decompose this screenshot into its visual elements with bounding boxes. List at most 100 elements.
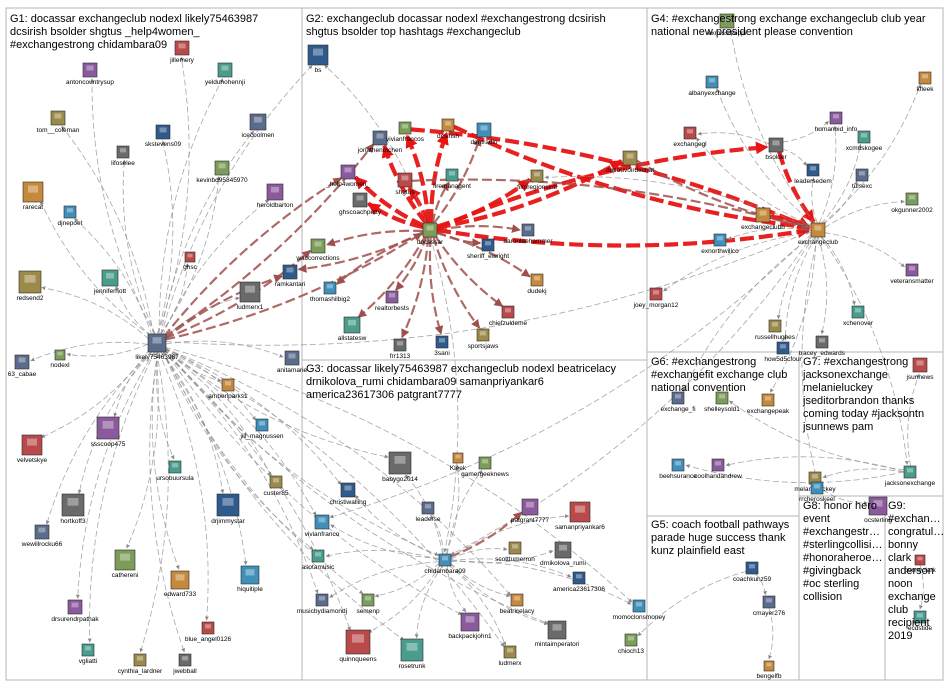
node-aaronleehammer[interactable]: aaronleehammer bbox=[503, 223, 553, 245]
node-g9_user[interactable]: bonnyclark bbox=[904, 554, 936, 574]
node-ursobuursula[interactable]: ursobuursula bbox=[156, 460, 194, 482]
node-vivianfrancos[interactable]: vivianfrancos bbox=[386, 121, 425, 143]
node-sheriff_ewright[interactable]: sheriff_ewright bbox=[467, 238, 509, 260]
node-scotttumerron[interactable]: scotttumerron bbox=[495, 541, 535, 563]
node-filmregionsintl[interactable]: filmregionsintl bbox=[517, 169, 557, 191]
node-3sani[interactable]: 3sani bbox=[434, 335, 450, 357]
node-xchenover[interactable]: xchenover bbox=[843, 305, 874, 327]
node-jenniferriott[interactable]: jenniferriott bbox=[93, 269, 126, 295]
node-help4women[interactable]: _help4women_ bbox=[325, 164, 370, 188]
node-russellhughes[interactable]: russellhughes bbox=[755, 319, 796, 341]
node-exnorthwillco[interactable]: exnorthwillco bbox=[701, 233, 739, 255]
node-heroldbarton[interactable]: heroldbarton bbox=[257, 183, 294, 209]
node-tulsexc[interactable]: tulsexc bbox=[852, 168, 873, 190]
node-america23617306[interactable]: america23617306 bbox=[553, 571, 605, 593]
node-blue_angel0126[interactable]: blue_angel0126 bbox=[185, 621, 232, 643]
node-leaderse[interactable]: leaderse bbox=[416, 501, 441, 523]
node-dentradio[interactable]: dentradio bbox=[470, 122, 498, 146]
node-ludmerx[interactable]: ludmerx bbox=[498, 645, 522, 667]
node-vgliatti[interactable]: vgliatti bbox=[79, 643, 97, 665]
node-ghscoachpetty[interactable]: ghscoachpetty bbox=[339, 192, 382, 216]
node-skstevens09[interactable]: skstevens09 bbox=[145, 124, 182, 148]
node-exchangegl[interactable]: exchangegl bbox=[673, 126, 707, 148]
node-patgrant7777[interactable]: patgrant7777 bbox=[511, 498, 550, 524]
node-jacksonexchange[interactable]: jacksonexchange bbox=[884, 465, 936, 487]
node-ludmerx1[interactable]: ludmerx1 bbox=[237, 281, 264, 311]
node-quinnqueens[interactable]: quinnqueens bbox=[339, 629, 377, 663]
node-shelleysold1[interactable]: shelleysold1 bbox=[704, 391, 740, 413]
node-redsend2[interactable]: redsend2 bbox=[16, 270, 44, 302]
node-coachkunz59[interactable]: coachkunz59 bbox=[733, 561, 772, 583]
node-g8_user[interactable]: rrcheroskeel bbox=[799, 481, 835, 503]
node-velvetskye[interactable]: velvetskye bbox=[17, 434, 48, 464]
node-exchange_fi[interactable]: exchange_fi bbox=[660, 391, 696, 413]
node-albanyexchange[interactable]: albanyexchange bbox=[688, 75, 736, 97]
node-leadersedem[interactable]: leadersedem bbox=[794, 163, 832, 185]
node-rarecat[interactable]: rarecat bbox=[22, 181, 43, 211]
node-icecoolmen[interactable]: icecoolmen bbox=[242, 113, 275, 139]
node-chidambara09[interactable]: chidambara09 bbox=[424, 553, 466, 575]
node-kfleek[interactable]: kfleek bbox=[917, 71, 935, 93]
node-cathereni[interactable]: cathereni bbox=[112, 549, 139, 579]
node-joey_morgan12[interactable]: joey_morgan12 bbox=[633, 287, 679, 309]
node-antoncountrysup[interactable]: antoncountrysup bbox=[66, 62, 114, 86]
node-wewillrocku66[interactable]: wewillrocku66 bbox=[21, 524, 63, 548]
node-beehsurance[interactable]: beehsurance bbox=[659, 458, 697, 480]
node-exchangeclub[interactable]: exchangeclub bbox=[798, 222, 838, 246]
node-lifoselee[interactable]: lifoselee bbox=[111, 145, 135, 167]
node-thomashilbig2[interactable]: thomashilbig2 bbox=[310, 281, 350, 303]
node-drnikolova_rumi[interactable]: drnikolova_rumi bbox=[540, 541, 586, 567]
node-okgunner2002[interactable]: okgunner2002 bbox=[891, 192, 933, 214]
node-nodexl[interactable]: nodexl bbox=[50, 349, 70, 369]
node-jonathenotchen[interactable]: jonathenotchen bbox=[357, 130, 403, 154]
node-dcsirish[interactable]: dcsirish bbox=[437, 118, 459, 140]
node-djnepoet[interactable]: djnepoet bbox=[58, 205, 83, 227]
node-waccorrections[interactable]: waccorrections bbox=[295, 238, 340, 262]
node-chiefzuldeme[interactable]: chiefzuldeme bbox=[489, 305, 528, 327]
node-dudekj[interactable]: dudekj bbox=[527, 273, 547, 295]
node-exchangeclubh[interactable]: exchangeclubh bbox=[741, 207, 785, 231]
node-tracey_edwards[interactable]: tracey_edwards bbox=[799, 335, 846, 357]
node-jwebball[interactable]: jwebball bbox=[172, 653, 197, 675]
node-cynthia_lardner[interactable]: cynthia_lardner bbox=[118, 653, 163, 675]
node-jillemery[interactable]: jillemery bbox=[169, 40, 195, 64]
node-musicbydiamondj[interactable]: musicbydiamondj bbox=[297, 593, 347, 615]
node-likely75463987[interactable]: likely75463987 bbox=[135, 333, 179, 361]
node-ssscoop475[interactable]: ssscoop475 bbox=[91, 416, 126, 448]
node-drsurendrpathak[interactable]: drsurendrpathak bbox=[51, 599, 99, 623]
node-momoclonsmoney[interactable]: momoclonsmoney bbox=[613, 599, 666, 621]
node-kleek[interactable]: Kleek bbox=[450, 452, 467, 472]
node-beatricelacy[interactable]: beatricelacy bbox=[500, 593, 535, 615]
node-exmississippi[interactable]: exmississippi bbox=[708, 13, 746, 37]
node-custer85[interactable]: custer85 bbox=[264, 475, 289, 497]
node-allstatesw[interactable]: allstatesw bbox=[338, 316, 367, 342]
node-humanoid_info[interactable]: humanoid_info bbox=[815, 111, 858, 133]
node-cmayer276[interactable]: cmayer276 bbox=[753, 595, 786, 617]
node-anitamarie[interactable]: anitamarie bbox=[277, 350, 308, 374]
node-exchangepeak[interactable]: exchangepeak bbox=[747, 393, 790, 415]
node-firemanagent[interactable]: firemanagent bbox=[433, 168, 471, 190]
node-mintaimperatori[interactable]: mintaimperatori bbox=[535, 620, 580, 648]
node-asotamusic[interactable]: asotamusic bbox=[302, 549, 336, 571]
node-bengelfb[interactable]: bengelfb bbox=[757, 660, 782, 680]
node-realtorbests[interactable]: realtorbests bbox=[375, 290, 410, 312]
node-vivianfranco[interactable]: vivianfranco bbox=[305, 514, 340, 538]
node-g9_user2[interactable]: ecdstide bbox=[908, 610, 933, 632]
node-gamergeeknews[interactable]: gamergeeknews bbox=[461, 456, 510, 478]
node-drjimmystar[interactable]: drjimmystar bbox=[211, 493, 246, 525]
node-edward733[interactable]: edward733 bbox=[164, 570, 197, 598]
node-samanpriyankar6[interactable]: samanpriyankar6 bbox=[555, 501, 605, 531]
node-jill_magnussen[interactable]: jill_magnussen bbox=[240, 418, 284, 440]
node-ramkantari[interactable]: ramkantari bbox=[275, 264, 306, 288]
node-yeldunohennji[interactable]: yeldunohennji bbox=[205, 62, 245, 86]
node-chioch13[interactable]: chioch13 bbox=[618, 633, 644, 655]
node-ocsterling[interactable]: ocsterling bbox=[864, 496, 892, 524]
node-hiquitiple[interactable]: hiquitiple bbox=[237, 565, 263, 593]
node-bs[interactable]: bs bbox=[307, 44, 329, 74]
node-xcmuskogee[interactable]: xcmuskogee bbox=[846, 130, 883, 152]
node-amberlparks1[interactable]: amberlparks1 bbox=[208, 378, 248, 400]
node-63_cabae[interactable]: 63_cabae bbox=[8, 354, 37, 378]
node-veteransmatter[interactable]: veteransmatter bbox=[890, 263, 935, 285]
node-jsunnews[interactable]: jsunnews bbox=[905, 357, 934, 381]
node-docassar[interactable]: docassar bbox=[417, 222, 444, 246]
